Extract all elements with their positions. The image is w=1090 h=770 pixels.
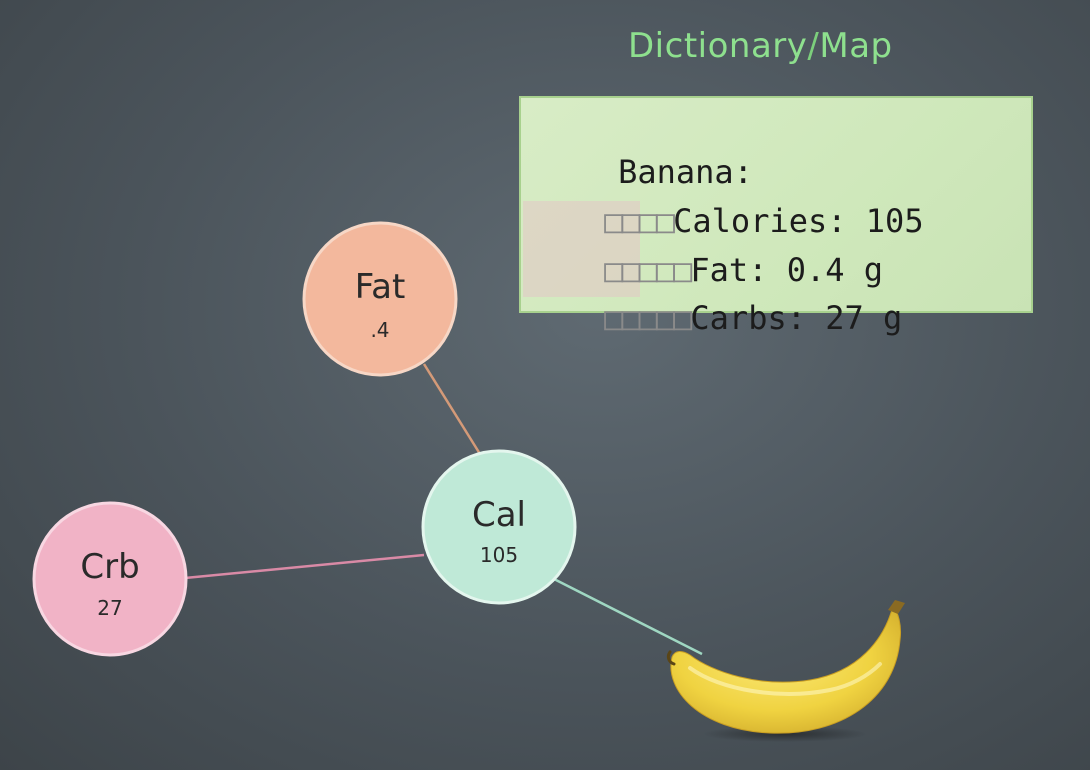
edge-crb-cal bbox=[184, 553, 425, 580]
node-cal-circle bbox=[421, 449, 577, 605]
node-crb-value: 27 bbox=[97, 596, 122, 620]
banana-body bbox=[670, 604, 901, 734]
slide-title: Dictionary/Map bbox=[628, 26, 893, 66]
banana-stem bbox=[888, 600, 905, 614]
node-fat-name: Fat bbox=[355, 267, 406, 307]
code-line-fat: □□□□□Fat: 0.4 g bbox=[541, 210, 883, 289]
title-map: Map bbox=[819, 26, 893, 66]
tab-glyphs: □□□□□ bbox=[604, 251, 692, 289]
node-crb-name: Crb bbox=[80, 547, 139, 587]
code-fat: Fat: 0.4 g bbox=[690, 251, 884, 289]
node-fat-value: .4 bbox=[370, 318, 389, 342]
banana-tip bbox=[666, 650, 676, 666]
tab-highlight bbox=[523, 201, 640, 297]
node-fat: Fat .4 bbox=[302, 221, 458, 377]
node-fat-circle bbox=[302, 221, 458, 377]
node-crb: Crb 27 bbox=[32, 501, 188, 657]
banana-image bbox=[666, 600, 905, 742]
tab-glyphs: □□□□□ bbox=[604, 299, 692, 337]
banana-highlight bbox=[688, 662, 882, 696]
node-cal: Cal 105 bbox=[421, 449, 577, 605]
node-cal-value: 105 bbox=[480, 543, 518, 567]
node-crb-circle bbox=[32, 501, 188, 657]
edge-cal-banana bbox=[551, 576, 703, 656]
edge-fat-cal bbox=[422, 363, 482, 455]
node-cal-name: Cal bbox=[472, 495, 526, 535]
code-line-calories: □□□□Calories: 105 bbox=[541, 161, 924, 240]
title-separator: / bbox=[807, 26, 820, 66]
code-line-carbs: □□□□□Carbs: 27 g bbox=[541, 258, 902, 337]
code-key-banana: Banana: bbox=[618, 153, 753, 191]
code-calories: Calories: 105 bbox=[673, 202, 924, 240]
code-carbs: Carbs: 27 g bbox=[690, 299, 903, 337]
tab-glyphs: □□□□ bbox=[604, 202, 675, 240]
code-example-box: Banana: □□□□Calories: 105 □□□□□Fat: 0.4 … bbox=[519, 96, 1033, 337]
code-line-banana: Banana: bbox=[541, 112, 753, 191]
title-dictionary: Dictionary bbox=[628, 26, 808, 66]
